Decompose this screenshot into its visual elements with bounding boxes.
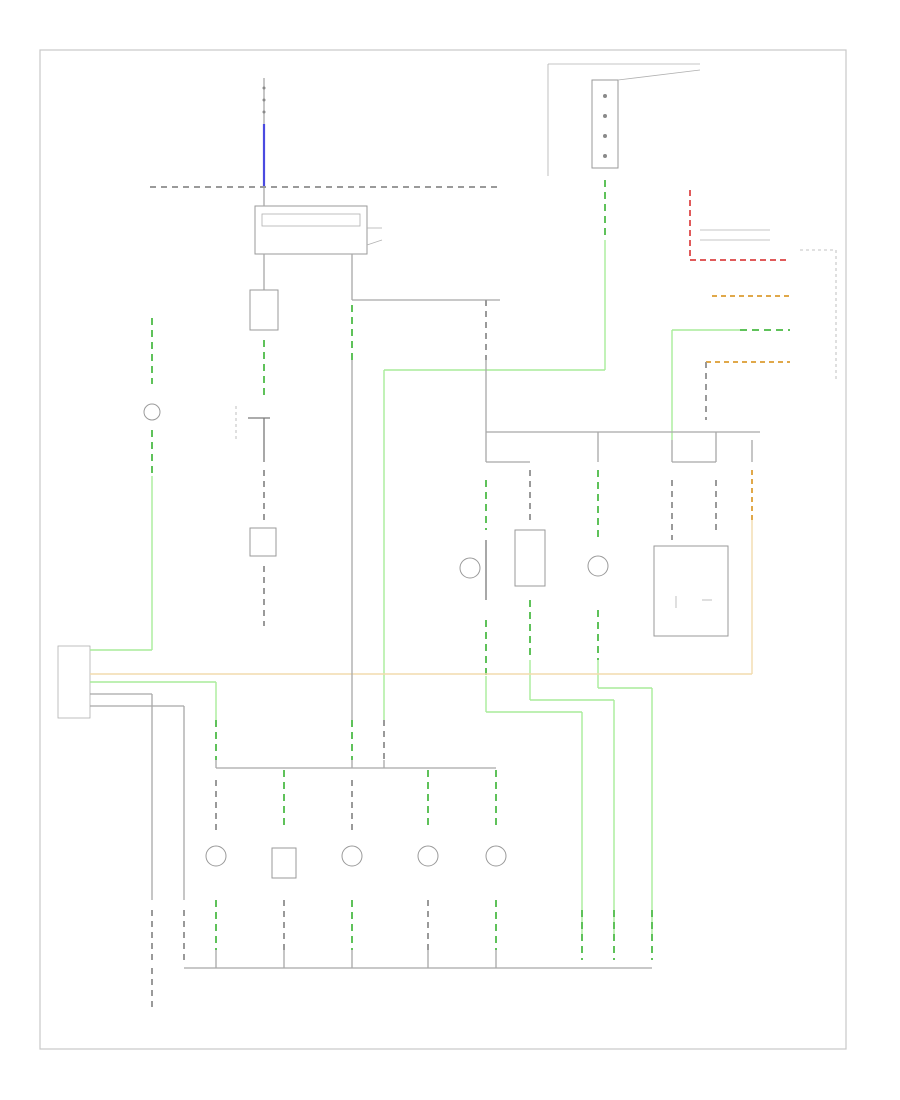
right-switch-group — [671, 190, 837, 440]
power-feed-top — [150, 78, 500, 188]
left-lamp-circuit — [143, 318, 161, 650]
lamp-4 — [417, 770, 439, 950]
lamp-1-bulb — [205, 845, 227, 867]
sensor-1 — [459, 480, 583, 940]
relay-output — [351, 254, 500, 360]
left-lamp-bulb — [143, 403, 161, 421]
lamp-3-bulb — [341, 845, 363, 867]
lamp-row — [215, 360, 496, 769]
meter-box — [653, 545, 729, 637]
relay-body — [254, 205, 368, 255]
combination-switch — [235, 406, 277, 626]
fuse-component — [249, 254, 279, 400]
lamp-5-bulb — [485, 845, 507, 867]
sensor-3 — [587, 470, 653, 940]
left-connector — [57, 645, 752, 900]
sensor-2 — [514, 470, 615, 940]
lamp-2-body — [271, 847, 297, 879]
bottom-ground-bus — [151, 910, 653, 1010]
combination-meter — [653, 470, 753, 674]
junction-block — [249, 527, 277, 557]
fuse-box — [249, 289, 279, 331]
ecu-module — [383, 63, 701, 720]
diagram-frame — [39, 49, 847, 1050]
lamp-1 — [205, 780, 227, 950]
upper-bus — [485, 360, 760, 463]
main-relay — [254, 188, 383, 255]
sensor-2-body — [514, 529, 546, 587]
lamp-3 — [341, 780, 363, 950]
lamp-2 — [271, 770, 297, 950]
sensor-1-symbol — [459, 557, 481, 579]
lamp-4-bulb — [417, 845, 439, 867]
lamp-5 — [485, 770, 507, 950]
sensor-3-symbol — [587, 555, 609, 577]
